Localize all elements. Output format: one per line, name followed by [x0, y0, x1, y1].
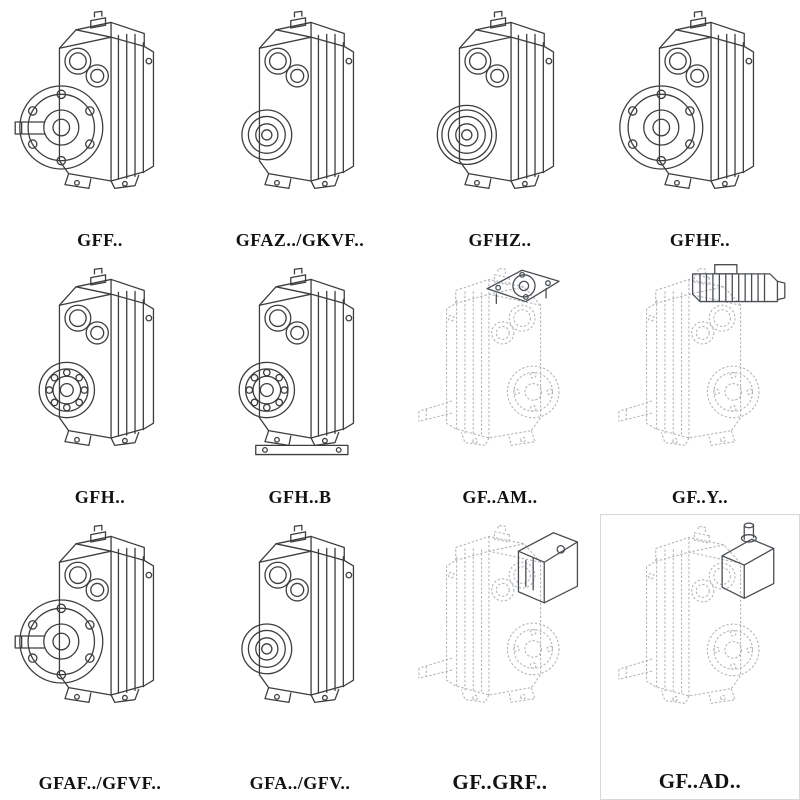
catalog-item-gfhz: GFHZ..	[400, 0, 600, 257]
hollow-shaft-shrink-disc-drawing	[436, 10, 555, 189]
catalog-item-gfaf-gfvf: GFAF../GFVF..	[0, 514, 200, 800]
hollow-shaft-gearbox-drawing	[241, 524, 355, 703]
shaft-mounted-gearbox-base-drawing	[238, 267, 355, 456]
model-label: GF..AD..	[658, 768, 742, 793]
gearbox-with-motor-drawing	[607, 264, 786, 473]
model-label: GF..GRF..	[452, 769, 548, 794]
flange-shaft-gearbox-drawing	[14, 524, 155, 703]
flange-hollow-shaft-drawing	[619, 10, 755, 189]
catalog-item-gf-y: GF..Y..	[600, 257, 800, 514]
gearbox-with-input-adapter-drawing	[607, 522, 775, 731]
catalog-item-gf-ad: GF..AD..	[600, 514, 800, 800]
model-label: GFF..	[77, 230, 123, 251]
model-label: GFA../GFV..	[249, 773, 351, 794]
flange-shaft-gearbox-drawing	[14, 10, 155, 189]
gearbox-with-gear-adapter-drawing	[407, 518, 579, 730]
model-label: GFH..	[74, 487, 126, 508]
catalog-item-gff: GFF..	[0, 0, 200, 257]
model-label: GFH..B	[268, 487, 332, 508]
gearbox-with-adapter-flange-drawing	[407, 261, 560, 473]
hollow-shaft-gearbox-drawing	[241, 10, 355, 189]
catalog-item-gf-am: GF..AM..	[400, 257, 600, 514]
catalog-item-gfh: GFH..	[0, 257, 200, 514]
catalog-item-gfa-gfv: GFA../GFV..	[200, 514, 400, 800]
model-label: GFHF..	[669, 230, 731, 251]
catalog-item-gfh-b: GFH..B	[200, 257, 400, 514]
catalog-item-gfhf: GFHF..	[600, 0, 800, 257]
shaft-mounted-gearbox-drawing	[38, 267, 155, 446]
model-label: GF..Y..	[671, 487, 729, 508]
model-label: GFAZ../GKVF..	[235, 230, 365, 251]
catalog-item-gfaz-gkvf: GFAZ../GKVF..	[200, 0, 400, 257]
model-label: GFHZ..	[468, 230, 532, 251]
model-label: GFAF../GFVF..	[38, 773, 162, 794]
catalog-item-gf-grf: GF..GRF..	[400, 514, 600, 800]
model-label: GF..AM..	[462, 487, 538, 508]
